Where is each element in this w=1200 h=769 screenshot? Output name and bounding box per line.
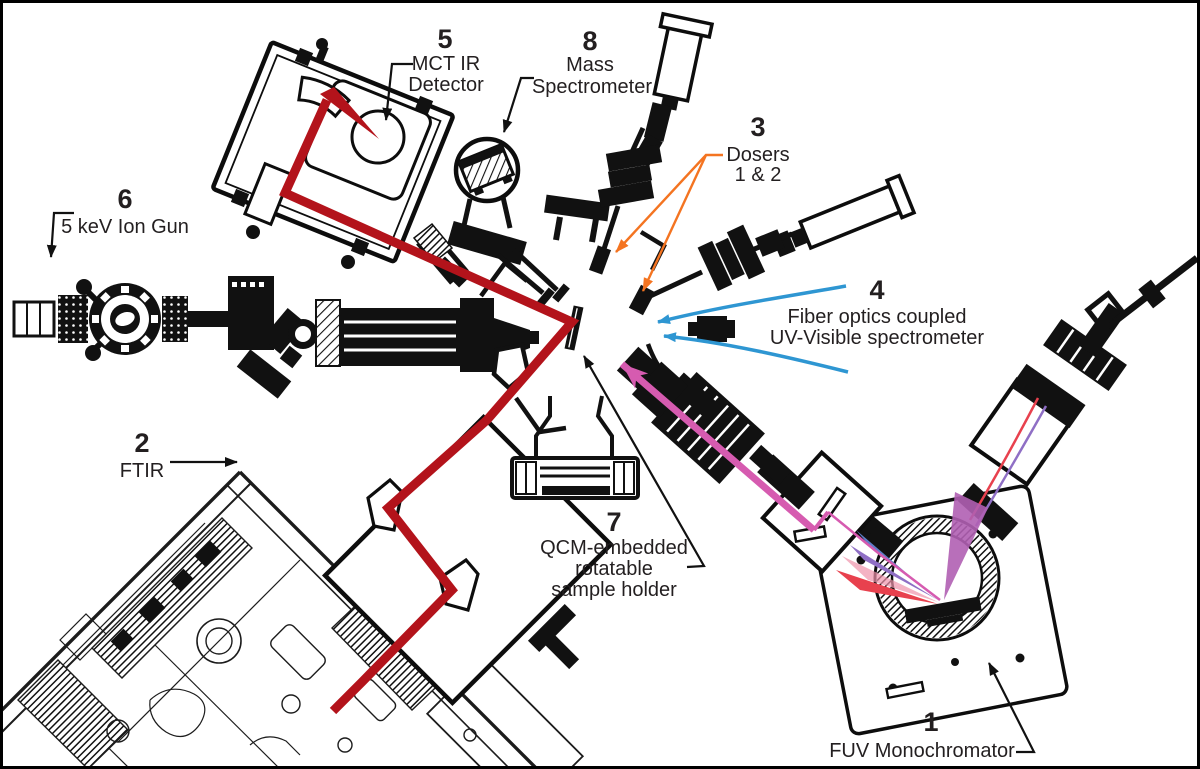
label-2-text: FTIR [120,460,164,482]
label-3-text: Dosers [726,144,789,166]
sample-manipulator [510,395,640,500]
label-4-text: Fiber optics coupled [788,306,967,328]
label-8-number: 8 [582,26,597,56]
sample-holder [564,305,584,351]
ir-beam [279,87,580,715]
label-3: 3 Dosers 1 & 2 [615,112,790,292]
label-8: 8 Mass Spectrometer [502,26,652,133]
ftir-coupling-tube [315,298,539,372]
label-5-number: 5 [437,24,452,54]
label-6-number: 6 [117,184,132,214]
label-2-number: 2 [134,428,149,458]
label-7: 7 QCM-embedded rotatable sample holder [540,355,706,601]
mct-ir-detector [211,38,455,269]
fuv-monochromator [616,255,1200,736]
dosers [588,11,917,316]
label-7-number: 7 [606,507,621,537]
label-6: 6 5 keV Ion Gun [46,184,189,258]
label-5: 5 MCT IR Detector [382,24,484,121]
fiber-optics-port [688,316,735,342]
mass-spectrometer [447,136,610,307]
label-1: 1 FUV Monochromator [829,662,1036,762]
fiber-optic-cables [657,284,849,374]
fuv-beam [619,361,941,601]
label-8-text: Spectrometer [532,76,652,98]
label-4-number: 4 [869,275,884,305]
label-1-number: 1 [923,707,938,737]
label-7-text: sample holder [551,579,677,601]
label-2: 2 FTIR [120,428,238,482]
monochromator-entrance-arm [957,255,1200,541]
label-3-text: 1 & 2 [735,164,782,186]
label-6-text: 5 keV Ion Gun [61,216,189,238]
ftir-spectrometer [0,470,585,769]
label-8-text: Mass [566,54,614,76]
label-3-number: 3 [750,112,765,142]
gas-syringe-2 [771,173,917,258]
label-5-text: Detector [408,74,484,96]
monochromator-exit-arm [616,346,904,575]
label-5-text: MCT IR [412,53,481,75]
label-7-text: rotatable [575,558,653,580]
label-7-text: QCM-embedded [540,537,688,559]
label-4: 4 Fiber optics coupled UV-Visible spectr… [770,275,985,349]
diffraction-grating [904,596,982,627]
gas-syringe-1 [652,11,715,111]
label-1-text: FUV Monochromator [829,740,1015,762]
ion-gun [12,276,318,399]
label-4-text: UV-Visible spectrometer [770,327,985,349]
